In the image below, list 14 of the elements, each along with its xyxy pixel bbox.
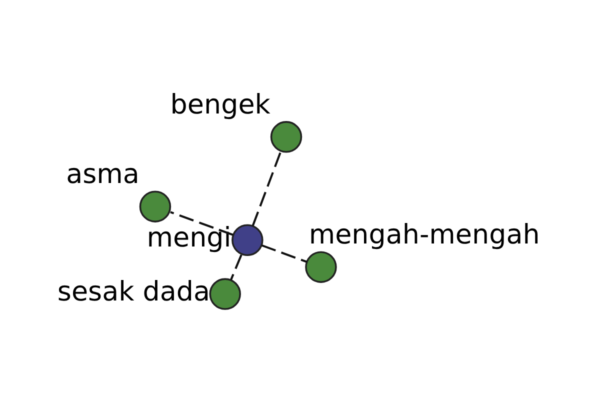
node-circle xyxy=(305,250,337,282)
node-label: mengi xyxy=(146,222,232,254)
node-label: sesak dada xyxy=(57,276,210,308)
node-circle xyxy=(209,278,241,310)
node-label: bengek xyxy=(170,89,270,120)
node-circle xyxy=(139,190,172,222)
node-label: asma xyxy=(66,158,140,190)
node-circle xyxy=(232,224,264,256)
connector xyxy=(261,244,308,262)
connector xyxy=(230,254,242,280)
connector xyxy=(170,210,234,236)
connector xyxy=(252,150,282,226)
node-label: mengah-mengah xyxy=(308,219,540,250)
node-circle xyxy=(270,120,302,152)
